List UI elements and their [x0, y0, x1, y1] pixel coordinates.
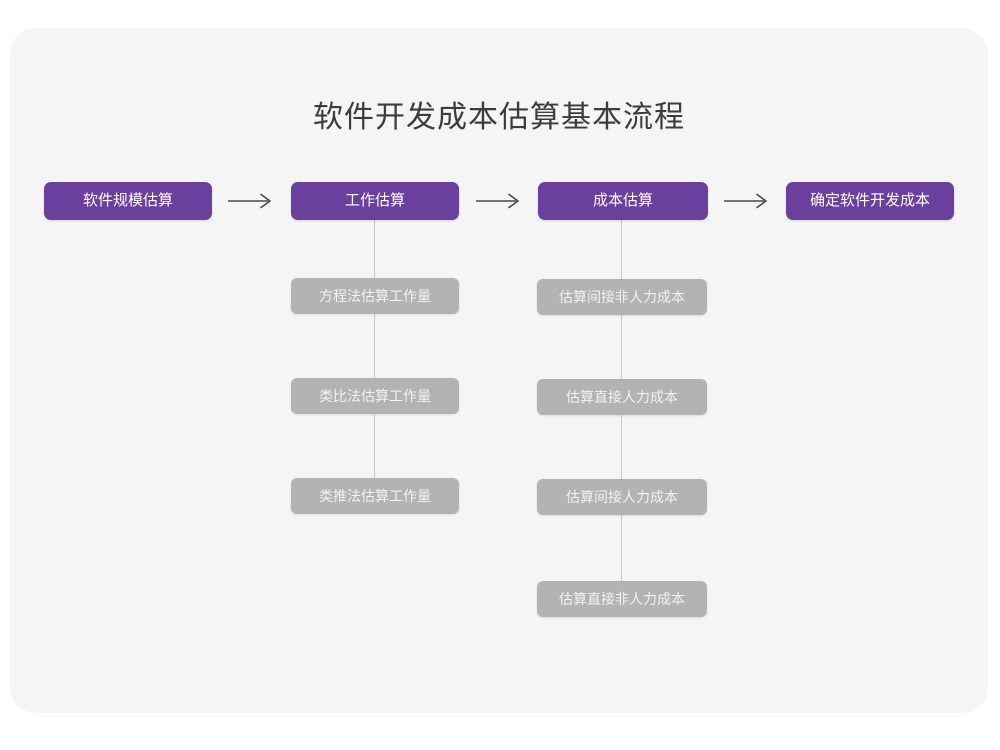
- sub-box-cost-indirect-nonlabor[interactable]: 估算间接非人力成本: [537, 279, 707, 315]
- stage-box-software-size-estimation[interactable]: 软件规模估算: [44, 182, 212, 220]
- flowchart-card: 软件开发成本估算基本流程 软件规模估算 工作估算 成本估算 确定软件开发成本 方…: [10, 28, 988, 713]
- sub-box-effort-analogue-method[interactable]: 类推法估算工作量: [291, 478, 459, 514]
- sub-box-effort-analogy-method[interactable]: 类比法估算工作量: [291, 378, 459, 414]
- arrow-right-icon: [228, 193, 271, 209]
- stage-box-effort-estimation[interactable]: 工作估算: [291, 182, 459, 220]
- sub-box-cost-indirect-labor[interactable]: 估算间接人力成本: [537, 479, 707, 515]
- connector-line-effort-branch: [374, 220, 375, 514]
- stage-box-cost-estimation[interactable]: 成本估算: [538, 182, 708, 220]
- stage-box-determine-development-cost[interactable]: 确定软件开发成本: [786, 182, 954, 220]
- sub-box-effort-equation-method[interactable]: 方程法估算工作量: [291, 278, 459, 314]
- arrow-right-icon: [476, 193, 519, 209]
- page-title: 软件开发成本估算基本流程: [313, 101, 685, 134]
- connector-line-cost-branch: [621, 220, 622, 617]
- sub-box-cost-direct-nonlabor[interactable]: 估算直接非人力成本: [537, 581, 707, 617]
- sub-box-cost-direct-labor[interactable]: 估算直接人力成本: [537, 379, 707, 415]
- arrow-right-icon: [724, 193, 767, 209]
